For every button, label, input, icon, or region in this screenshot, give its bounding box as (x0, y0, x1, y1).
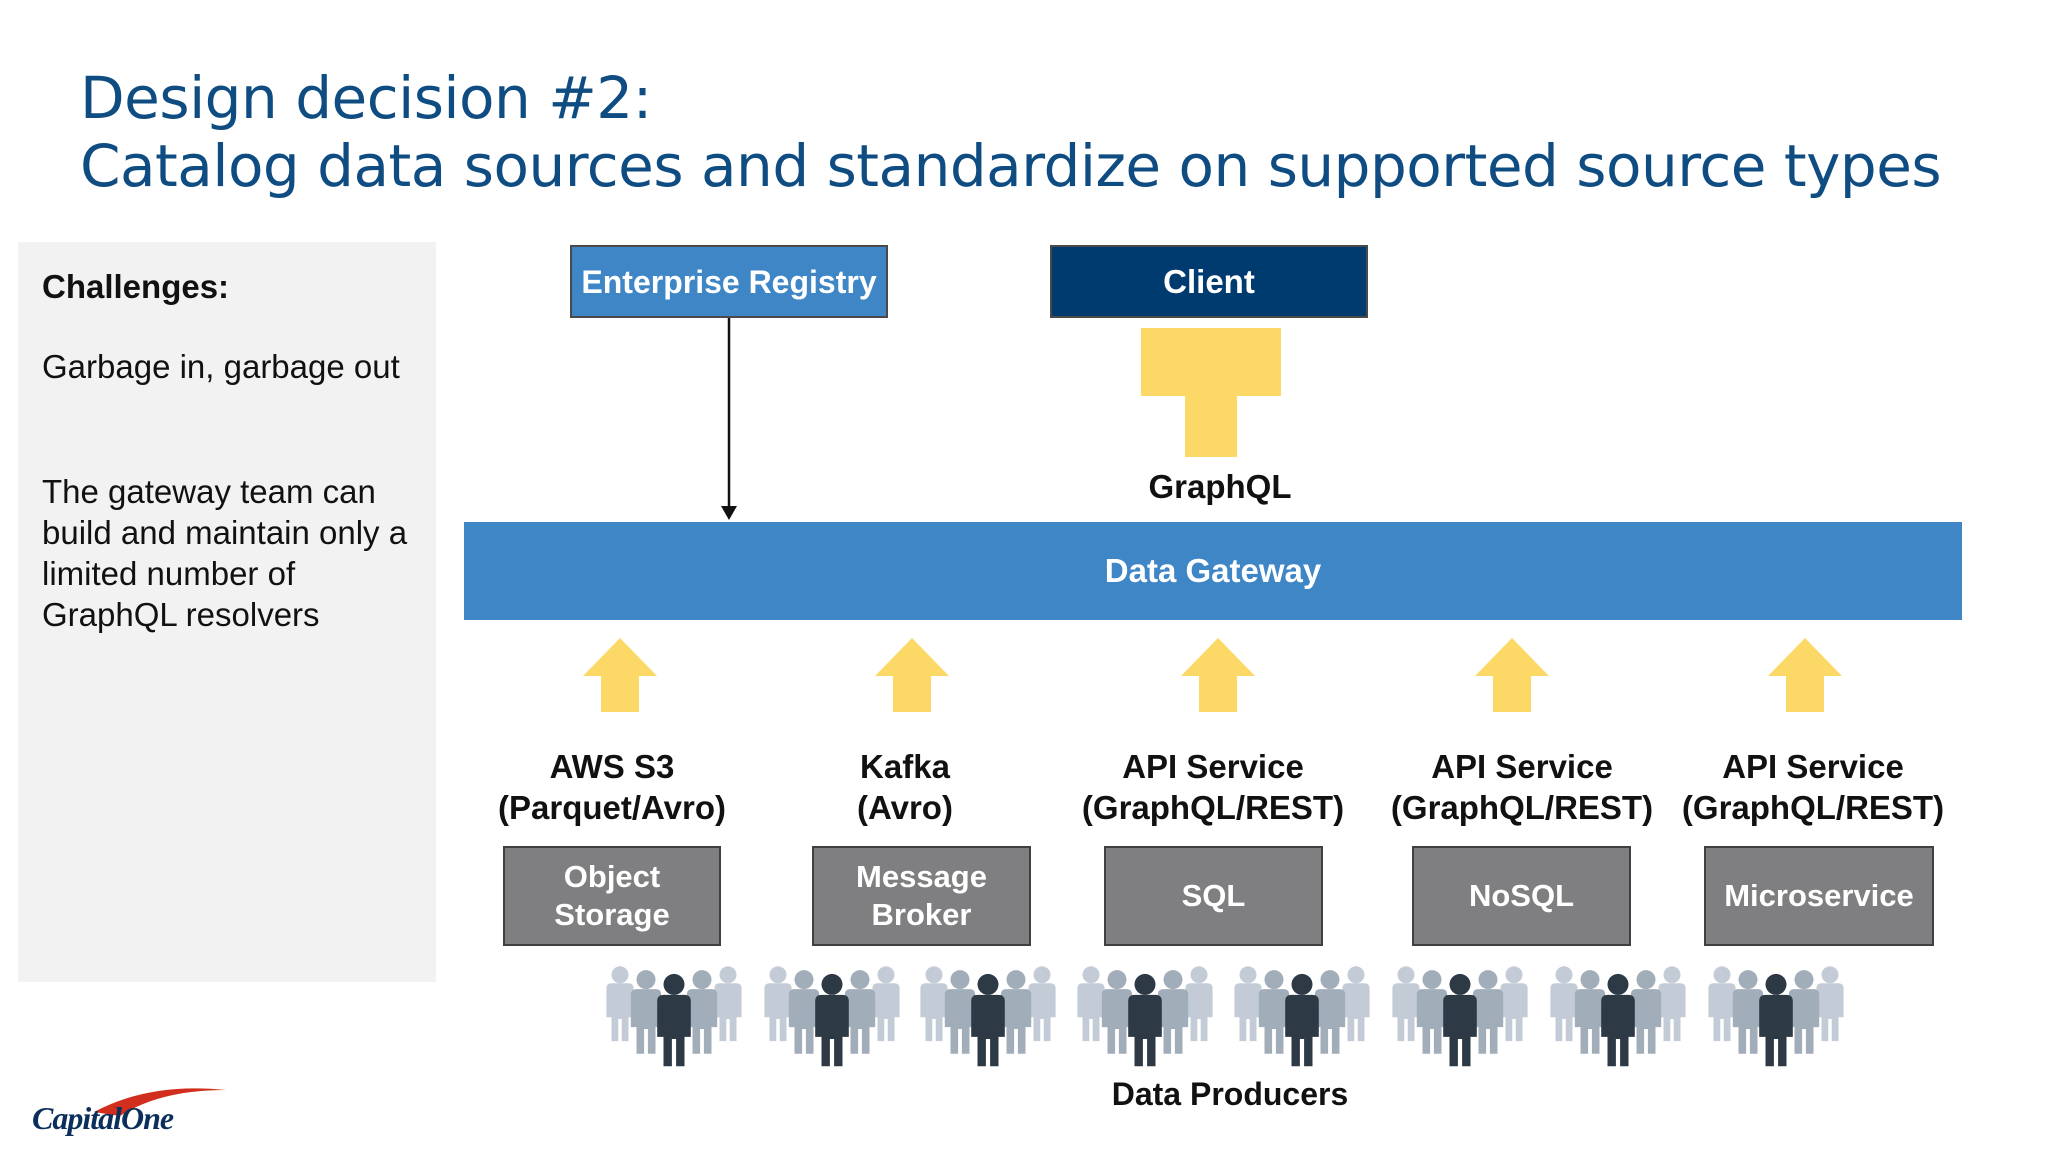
person-icon (1000, 970, 1032, 1054)
challenge-text: Garbage in, garbage out (42, 348, 400, 385)
source-label-api-service: API Service (GraphQL/REST) (1663, 746, 1963, 828)
data-producers-label: Data Producers (1111, 1076, 1349, 1112)
client-label: Client (1163, 262, 1255, 300)
source-box-label: Message Broker (856, 859, 987, 932)
person-icon (1601, 973, 1635, 1067)
person-icon (1392, 966, 1420, 1042)
person-icon (788, 970, 820, 1054)
slide-title-line-1: Design decision #2: (80, 64, 652, 132)
data-gateway-bar: Data Gateway (464, 522, 1962, 620)
person-icon (606, 966, 634, 1042)
logo-wordmark: CapitalOne (32, 1100, 174, 1136)
message-broker-box: Message Broker (812, 846, 1031, 946)
client-box: Client (1050, 245, 1368, 318)
person-icon (1732, 970, 1764, 1054)
person-icon (1342, 966, 1370, 1042)
person-icon (686, 970, 718, 1054)
source-up-arrow (1768, 638, 1842, 712)
person-icon (1157, 970, 1189, 1054)
source-label-line-2: (Avro) (857, 789, 953, 826)
person-icon (1658, 966, 1686, 1042)
person-icon (920, 966, 948, 1042)
source-label-line-2: (GraphQL/REST) (1681, 789, 1945, 826)
person-icon (1185, 966, 1213, 1042)
source-label-line-2: (GraphQL/REST) (1081, 789, 1345, 826)
source-label-kafka: Kafka (Avro) (755, 746, 1055, 828)
person-icon (872, 966, 900, 1042)
source-label-api-service: API Service (GraphQL/REST) (1372, 746, 1672, 828)
object-storage-box: Object Storage (503, 846, 721, 946)
person-icon (1285, 973, 1319, 1067)
source-label-line-1: API Service (1122, 748, 1304, 785)
person-icon (1443, 973, 1477, 1067)
challenges-heading: Challenges: (42, 268, 230, 305)
capital-one-logo: CapitalOne (30, 1080, 226, 1140)
person-icon (1028, 966, 1056, 1042)
source-label-line-2: (GraphQL/REST) (1390, 789, 1654, 826)
person-icon (815, 973, 849, 1067)
source-label-line-2: (Parquet/Avro) (498, 789, 726, 826)
source-box-label: SQL (1181, 878, 1246, 913)
person-icon (1550, 966, 1578, 1042)
source-label-line-1: AWS S3 (549, 748, 675, 785)
source-label-line-1: API Service (1431, 748, 1613, 785)
data-gateway-label: Data Gateway (1104, 552, 1322, 589)
registry-connector-arrowhead (721, 506, 737, 520)
source-label-line-1: Kafka (860, 748, 950, 785)
logo-swoosh-icon (94, 1088, 226, 1116)
microservice-box: Microservice (1704, 846, 1934, 946)
person-icon (1708, 966, 1736, 1042)
source-up-arrow (1181, 638, 1255, 712)
source-box-label: Object Storage (554, 859, 670, 932)
person-icon (1128, 973, 1162, 1067)
source-up-arrow (583, 638, 657, 712)
person-icon (630, 970, 662, 1054)
person-icon (1314, 970, 1346, 1054)
person-icon (1234, 966, 1262, 1042)
enterprise-registry-box: Enterprise Registry (570, 245, 888, 318)
person-icon (1574, 970, 1606, 1054)
graphql-label: GraphQL (1148, 468, 1292, 505)
enterprise-registry-label: Enterprise Registry (581, 263, 877, 300)
person-icon (1500, 966, 1528, 1042)
source-label-api-service: API Service (GraphQL/REST) (1063, 746, 1363, 828)
person-icon (1101, 970, 1133, 1054)
person-icon (657, 973, 691, 1067)
sql-box: SQL (1104, 846, 1323, 946)
person-icon (1788, 970, 1820, 1054)
person-icon (844, 970, 876, 1054)
source-label-line-1: API Service (1722, 748, 1904, 785)
source-label-aws-s3: AWS S3 (Parquet/Avro) (462, 746, 762, 828)
graphql-up-arrow (1141, 328, 1281, 457)
person-icon (944, 970, 976, 1054)
nosql-box: NoSQL (1412, 846, 1631, 946)
person-icon (1816, 966, 1844, 1042)
source-box-label: NoSQL (1468, 878, 1575, 913)
slide-title-line-2: Catalog data sources and standardize on … (80, 132, 1942, 200)
person-icon (1472, 970, 1504, 1054)
person-icon (1077, 966, 1105, 1042)
person-icon (1630, 970, 1662, 1054)
person-icon (1416, 970, 1448, 1054)
source-box-label: Microservice (1724, 878, 1914, 913)
person-icon (764, 966, 792, 1042)
challenge-text: The gateway team can build and maintain … (42, 473, 408, 633)
source-up-arrow (1475, 638, 1549, 712)
person-icon (714, 966, 742, 1042)
source-up-arrow (875, 638, 949, 712)
person-icon (971, 973, 1005, 1067)
person-icon (1258, 970, 1290, 1054)
challenges-panel: Challenges: Garbage in, garbage out The … (18, 242, 436, 982)
person-icon (1759, 973, 1793, 1067)
